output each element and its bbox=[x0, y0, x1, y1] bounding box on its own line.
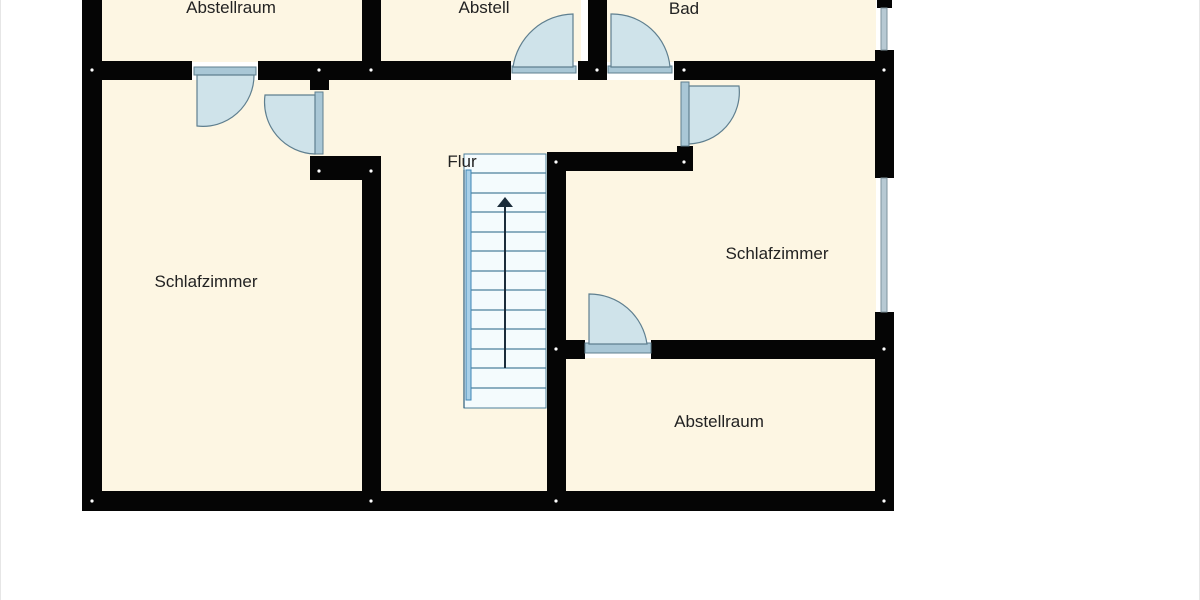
door-abstell bbox=[511, 13, 577, 74]
walls bbox=[82, 0, 894, 511]
room-abstellraum-top-left bbox=[101, 0, 363, 62]
windows bbox=[880, 7, 888, 313]
room-label-schlafzimmer-right: Schlafzimmer bbox=[725, 244, 829, 263]
room-label-abstellraum-bottom-right: Abstellraum bbox=[674, 412, 764, 431]
room-abstellraum-bottom-right bbox=[565, 358, 876, 492]
window-schlafzimmer-right bbox=[880, 177, 888, 313]
door-schlafzimmer-left-top bbox=[193, 66, 257, 127]
arrow-up-icon bbox=[497, 197, 513, 207]
door-schlafzimmer-right bbox=[680, 81, 740, 147]
window-bad bbox=[880, 7, 888, 51]
wall-pins bbox=[90, 68, 886, 503]
stair-handrail bbox=[465, 169, 472, 401]
room-label-abstellraum-top-left: Abstellraum bbox=[186, 0, 276, 17]
room-label-schlafzimmer-left: Schlafzimmer bbox=[154, 272, 258, 291]
doors bbox=[193, 13, 740, 354]
door-bad bbox=[607, 13, 673, 74]
door-schlafzimmer-left-side bbox=[263, 91, 324, 155]
door-abstellraum-bottom-right bbox=[584, 293, 652, 354]
room-label-flur: Flur bbox=[447, 152, 477, 171]
staircase bbox=[463, 153, 547, 409]
room-label-bad: Bad bbox=[668, 0, 700, 18]
room-label-abstell: Abstell bbox=[458, 0, 510, 17]
